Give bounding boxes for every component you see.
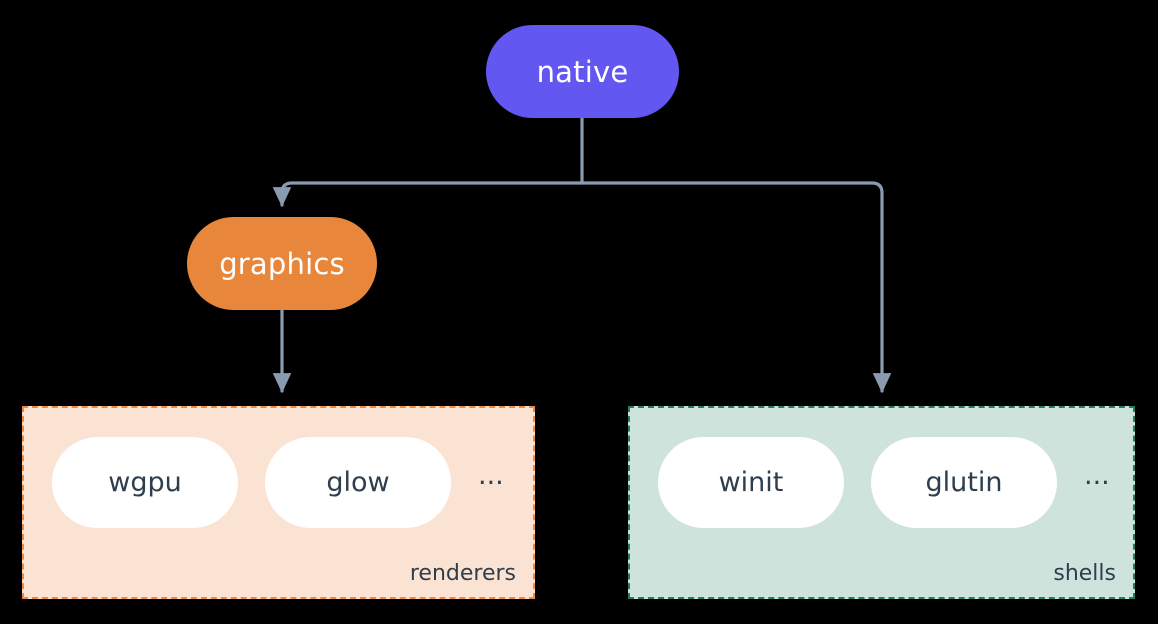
edge-native-to-shells <box>580 181 892 393</box>
item-glutin[interactable]: glutin <box>871 437 1057 528</box>
group-renderers-label: renderers <box>409 561 516 586</box>
item-winit[interactable]: winit <box>658 437 844 528</box>
renderers-more-ellipsis: ... <box>478 460 504 491</box>
group-renderers[interactable]: wgpu glow ... renderers <box>22 406 535 599</box>
item-wgpu[interactable]: wgpu <box>52 437 238 528</box>
node-graphics[interactable]: graphics <box>187 217 377 310</box>
node-graphics-label: graphics <box>219 246 345 281</box>
group-shells-label: shells <box>1053 561 1116 586</box>
item-winit-label: winit <box>718 467 784 498</box>
node-native-label: native <box>536 54 629 89</box>
edge-native-to-graphics <box>272 181 584 207</box>
item-glutin-label: glutin <box>925 467 1003 498</box>
group-shells-items: winit glutin ... <box>658 437 1110 528</box>
shells-more-ellipsis: ... <box>1084 460 1110 491</box>
item-glow-label: glow <box>326 467 390 498</box>
item-wgpu-label: wgpu <box>108 467 182 498</box>
node-native[interactable]: native <box>486 25 679 118</box>
item-glow[interactable]: glow <box>265 437 451 528</box>
group-shells[interactable]: winit glutin ... shells <box>628 406 1135 599</box>
group-renderers-items: wgpu glow ... <box>52 437 504 528</box>
